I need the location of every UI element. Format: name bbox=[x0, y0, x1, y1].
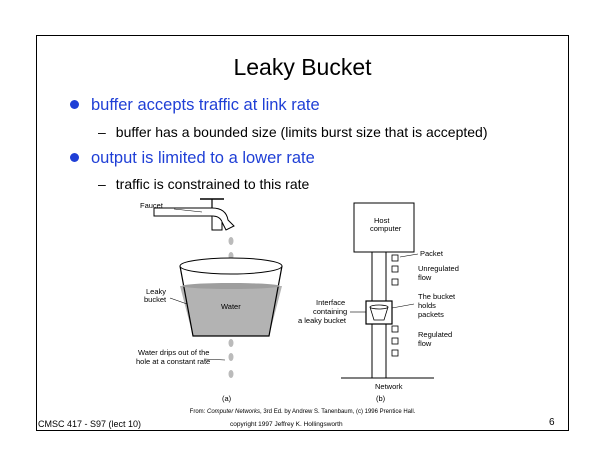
network-label: Network bbox=[375, 382, 403, 391]
bucket-holds-pointer bbox=[391, 303, 415, 309]
caption-b: (b) bbox=[376, 394, 386, 403]
host-label-line1: Host bbox=[374, 216, 390, 225]
unregulated-label-line1: Unregulated bbox=[418, 264, 459, 273]
host-label-line2: computer bbox=[370, 224, 402, 233]
bullet-dot-icon bbox=[70, 153, 79, 162]
bullet-2: output is limited to a lower rate bbox=[70, 149, 315, 168]
dash-marker: – bbox=[98, 124, 106, 140]
regulated-label-line1: Regulated bbox=[418, 330, 452, 339]
interface-label-line3: a leaky bucket bbox=[298, 316, 347, 325]
caption-a: (a) bbox=[222, 394, 232, 403]
water-label: Water bbox=[221, 302, 241, 311]
dash-marker: – bbox=[98, 176, 106, 192]
page-number: 6 bbox=[549, 417, 555, 428]
dripping-drops bbox=[228, 339, 234, 378]
drips-label-line1: Water drips out of the bbox=[138, 348, 209, 357]
packet-label: Packet bbox=[420, 249, 444, 258]
footer-copyright: copyright 1997 Jeffrey K. Hollingsworth bbox=[230, 421, 343, 428]
credit-book: Computer Networks bbox=[207, 409, 261, 415]
slide-border bbox=[36, 35, 569, 431]
small-bucket-icon bbox=[369, 304, 389, 321]
sub-bullet-2: –traffic is constrained to this rate bbox=[98, 176, 309, 192]
sub-bullet-1: –buffer has a bounded size (limits burst… bbox=[98, 124, 488, 140]
packets-unregulated bbox=[391, 254, 399, 286]
unregulated-label-line2: flow bbox=[418, 273, 432, 282]
interface-label-line2: containing bbox=[313, 307, 347, 316]
host-computer-box bbox=[353, 202, 415, 253]
interface-label-line1: Interface bbox=[316, 298, 345, 307]
sub-bullet-1-text: buffer has a bounded size (limits burst … bbox=[115, 124, 488, 140]
faucet-pointer bbox=[173, 208, 203, 213]
leaky-label-line1: Leaky bbox=[146, 287, 166, 296]
figure-credit: From: Computer Networks, 3rd Ed. by Andr… bbox=[0, 409, 605, 415]
packet-pointer bbox=[399, 253, 419, 258]
packets-regulated bbox=[391, 325, 399, 357]
sub-bullet-2-text: traffic is constrained to this rate bbox=[115, 176, 310, 192]
leaky-label-line2: bucket bbox=[144, 295, 167, 304]
bullet-dot-icon bbox=[70, 100, 79, 109]
bucket-holds-line2: holds bbox=[418, 301, 436, 310]
footer-course: CMSC 417 - S97 (lect 10) bbox=[38, 419, 142, 429]
bullet-1-text: buffer accepts traffic at link rate bbox=[91, 96, 320, 114]
drips-pointer bbox=[203, 358, 226, 361]
bucket-holds-line3: packets bbox=[418, 310, 444, 319]
drips-label-line2: hole at a constant rate bbox=[136, 357, 210, 366]
bullet-2-text: output is limited to a lower rate bbox=[91, 149, 315, 167]
bucket-icon bbox=[179, 257, 283, 337]
regulated-label-line2: flow bbox=[418, 339, 432, 348]
credit-rest: , 3rd Ed. by Andrew S. Tanenbaum, (c) 19… bbox=[260, 409, 416, 415]
faucet-label: Faucet bbox=[140, 201, 164, 210]
faucet-icon bbox=[153, 198, 235, 231]
bullet-1: buffer accepts traffic at link rate bbox=[70, 96, 320, 115]
leaky-pointer bbox=[169, 297, 188, 305]
falling-drops bbox=[228, 237, 234, 260]
slide-title: Leaky Bucket bbox=[233, 54, 372, 80]
credit-prefix: From: bbox=[189, 409, 206, 415]
bucket-holds-line1: The bucket bbox=[418, 292, 456, 301]
